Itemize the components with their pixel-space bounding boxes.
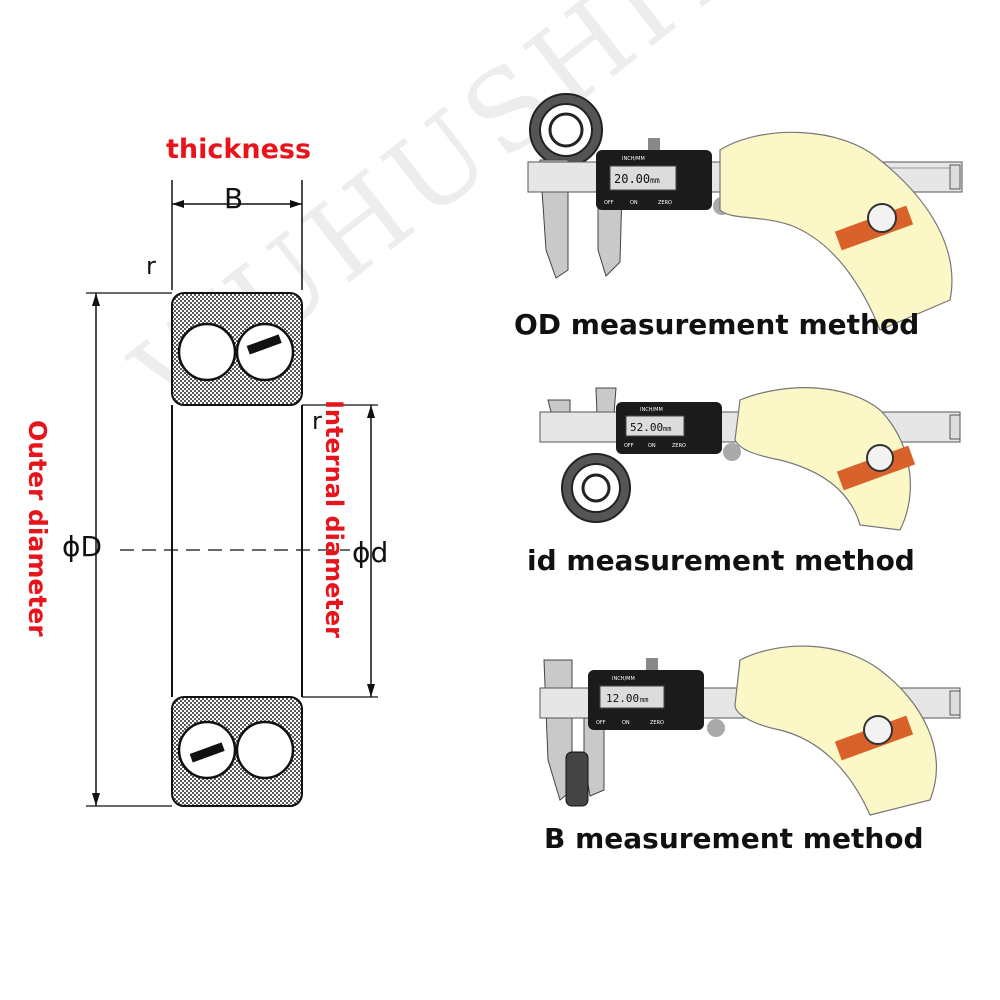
od-unit: mm — [650, 176, 660, 185]
od-method-caption: OD measurement method — [514, 308, 920, 341]
od-readout: 20.00 — [614, 172, 650, 186]
caliper-b-illustration — [539, 645, 961, 816]
b-dimension-label: B — [224, 182, 244, 215]
id-readout: 52.00 — [630, 421, 663, 434]
caliper-od-illustration — [527, 93, 963, 331]
b-off-label: OFF — [596, 720, 606, 726]
od-zero-label: ZERO — [658, 200, 672, 206]
id-zero-label: ZERO — [672, 443, 686, 449]
bearing-top-section — [171, 292, 303, 406]
internal-diameter-label: Internal diameter — [320, 400, 348, 638]
b-arrow-left — [172, 200, 184, 208]
b-arrow-right — [290, 200, 302, 208]
r-top-label: r — [146, 252, 156, 280]
b-unit: mm — [640, 696, 648, 704]
od-on-label: ON — [630, 200, 638, 206]
id-on-label: ON — [648, 443, 656, 449]
inner-diameter-symbol: ϕd — [352, 536, 389, 569]
b-zero-label: ZERO — [650, 720, 664, 726]
b-brand: INCH/MM — [612, 676, 635, 682]
b-readout: 12.00 — [606, 692, 639, 705]
id-method-caption: id measurement method — [527, 544, 915, 577]
id-off-label: OFF — [624, 443, 634, 449]
thickness-label: thickness — [166, 134, 312, 165]
od-off-label: OFF — [604, 200, 614, 206]
bearing-bottom-section — [171, 696, 303, 807]
caliper-id-illustration — [539, 387, 961, 531]
od-brand: INCH/MM — [622, 156, 645, 162]
outer-diameter-label: Outer diameter — [23, 420, 52, 637]
r-inner-label: r — [312, 407, 322, 435]
b-method-caption: B measurement method — [544, 822, 924, 855]
b-on-label: ON — [622, 720, 630, 726]
id-unit: mm — [663, 425, 671, 433]
id-brand: INCH/MM — [640, 407, 663, 413]
outer-diameter-symbol: ϕD — [62, 530, 103, 563]
